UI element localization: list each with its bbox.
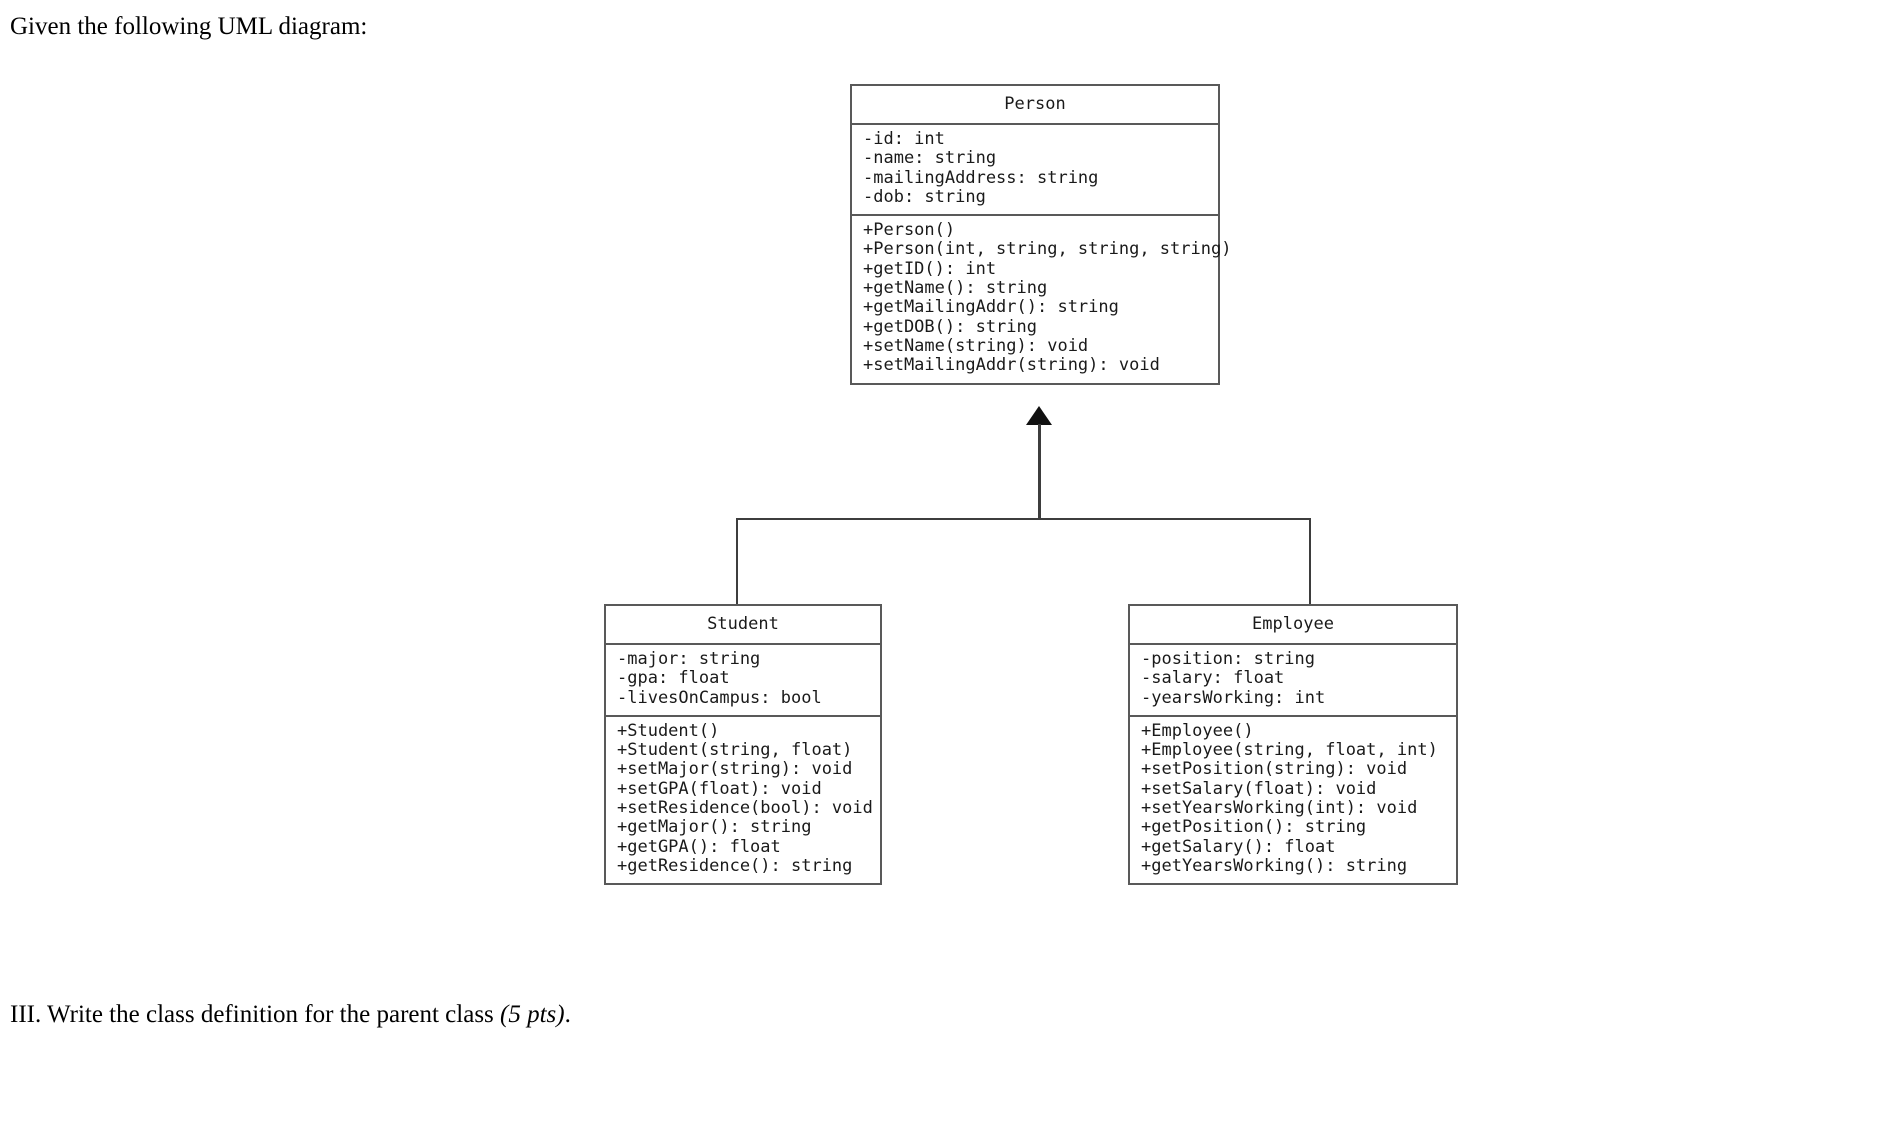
uml-class-person-name-compartment: Person [852,86,1218,125]
uml-class-employee-attributes: -position: string -salary: float -yearsW… [1130,645,1456,717]
uml-method: +setMailingAddr(string): void [863,355,1160,376]
uml-method: +getYearsWorking(): string [1141,855,1408,876]
prompt-intro-text: Given the following UML diagram: [10,13,368,40]
uml-method: +getID(): int [863,258,997,279]
uml-method: +setGPA(float): void [617,778,822,799]
uml-class-student-name-compartment: Student [606,606,880,645]
question-points: (5 pts) [500,1001,565,1028]
uml-method: +setMajor(string): void [617,759,853,780]
uml-class-student-attributes: -major: string -gpa: float -livesOnCampu… [606,645,880,717]
generalization-stem-line [1038,424,1041,520]
uml-method: +getDOB(): string [863,316,1037,337]
uml-class-employee: Employee -position: string -salary: floa… [1128,604,1458,886]
uml-method: +getPosition(): string [1141,817,1367,838]
uml-class-person-methods: +Person() +Person(int, string, string, s… [852,216,1232,382]
generalization-horizontal-line [736,518,1311,520]
question-suffix: . [564,1001,571,1028]
uml-method: +setName(string): void [863,335,1089,356]
uml-attribute: -gpa: float [617,668,730,689]
generalization-branch-student [736,518,738,605]
uml-method: +getMailingAddr(): string [863,297,1119,318]
uml-attribute: -mailingAddress: string [863,167,1099,188]
uml-class-student: Student -major: string -gpa: float -live… [604,604,882,886]
uml-method: +Person(int, string, string, string) [863,239,1232,260]
generalization-branch-employee [1309,518,1311,605]
uml-method: +setPosition(string): void [1141,759,1408,780]
generalization-arrowhead-icon [1026,406,1052,425]
uml-method: +getSalary(): float [1141,836,1336,857]
uml-method: +Student() [617,720,720,741]
uml-method: +Student(string, float) [617,740,853,761]
uml-class-employee-name: Employee [1252,614,1334,634]
prompt-question-text: III. Write the class definition for the … [10,1000,571,1030]
uml-class-person: Person -id: int -name: string -mailingAd… [850,84,1232,385]
uml-class-employee-name-compartment: Employee [1130,606,1456,645]
uml-method: +Employee(string, float, int) [1141,740,1438,761]
uml-method: +getGPA(): float [617,836,781,857]
uml-method: +Employee() [1141,720,1254,741]
uml-method: +Person() [863,220,956,241]
uml-class-person-attributes: -id: int -name: string -mailingAddress: … [852,125,1218,217]
uml-method: +getMajor(): string [617,817,812,838]
uml-method: +setYearsWorking(int): void [1141,798,1418,819]
uml-class-person-name: Person [1004,94,1066,114]
uml-method: +getName(): string [863,278,1048,299]
question-prefix: III. Write the class definition for the … [10,1001,501,1028]
uml-method: +setSalary(float): void [1141,778,1377,799]
uml-class-student-methods: +Student() +Student(string, float) +setM… [606,717,880,883]
uml-attribute: -salary: float [1141,668,1285,689]
uml-attribute: -major: string [617,649,761,669]
uml-class-employee-methods: +Employee() +Employee(string, float, int… [1130,717,1456,883]
uml-method: +setResidence(bool): void [617,798,873,819]
uml-attribute: -yearsWorking: int [1141,687,1326,708]
uml-attribute: -dob: string [863,186,986,207]
uml-method: +getResidence(): string [617,855,853,876]
uml-attribute: -id: int [863,129,945,149]
uml-attribute: -position: string [1141,649,1315,669]
uml-class-student-name: Student [707,614,779,634]
uml-attribute: -livesOnCampus: bool [617,687,822,708]
uml-attribute: -name: string [863,148,997,169]
